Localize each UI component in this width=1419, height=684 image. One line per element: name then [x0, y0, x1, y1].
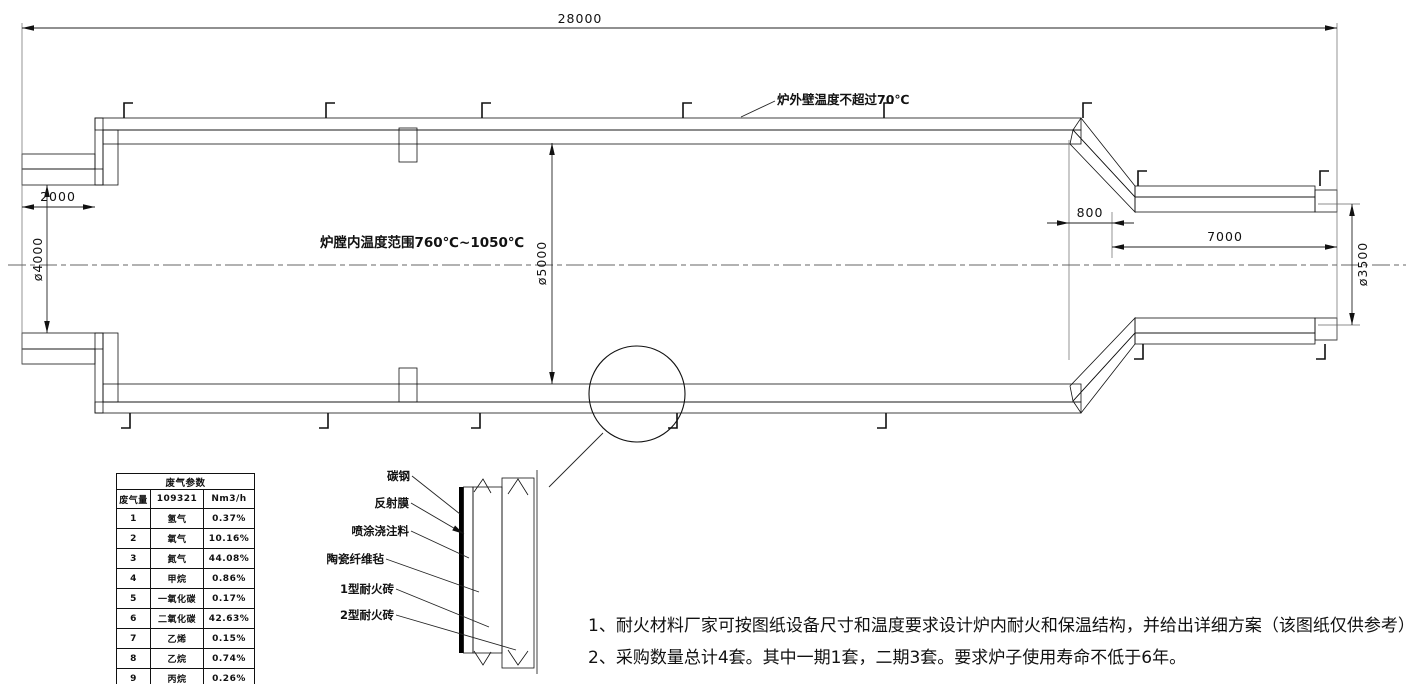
wall-detail-section: 碳钢 反射膜 喷涂浇注料 陶瓷纤维毡 1型耐火砖 2型耐火砖	[327, 469, 538, 674]
detail-label-steel: 碳钢	[387, 469, 410, 483]
support-lugs	[121, 102, 1329, 429]
dim-cone-length-label: 800	[1077, 205, 1104, 220]
detail-layer-fiber	[472, 486, 503, 654]
detail-label-castable: 喷涂浇注料	[352, 524, 410, 538]
dimension-outlet-length: 7000	[1112, 229, 1337, 250]
dimension-overall-length: 28000	[21, 11, 1338, 364]
detail-label-brick2: 2型耐火砖	[340, 608, 395, 622]
dim-inlet-length-label: 2000	[40, 189, 76, 204]
outlet-cone	[1069, 117, 1136, 414]
dim-outlet-dia-label: ø3500	[1355, 242, 1370, 286]
dim-outlet-length-label: 7000	[1207, 229, 1243, 244]
gas-table-title: 废气参数	[116, 473, 255, 490]
gas-flow-value: 109321	[150, 489, 204, 509]
dim-chamber-dia-label: ø5000	[534, 241, 549, 285]
chamber-temp-text: 炉膛内温度范围760℃~1050℃	[320, 234, 524, 251]
note-2: 2、采购数量总计4套。其中一期1套，二期3套。要求炉子使用寿命不低于6年。	[588, 648, 1187, 669]
detail-layer-steel	[459, 487, 464, 653]
detail-label-film: 反射膜	[375, 496, 410, 510]
detail-layer-brick	[501, 477, 535, 669]
gas-flow-unit: Nm3/h	[203, 489, 255, 509]
dim-overall-label: 28000	[558, 11, 603, 26]
annotation-outer-wall-temp: 炉外壁温度不超过70℃	[740, 92, 910, 118]
furnace-main-body	[94, 117, 1082, 414]
dim-inlet-dia-label: ø4000	[30, 237, 45, 281]
gas-flow-label: 废气量	[116, 489, 151, 509]
anchor-bricks	[398, 127, 418, 403]
dimension-chamber-diameter: ø5000	[534, 143, 555, 384]
dimension-cone-length: 800	[1047, 140, 1134, 360]
detail-callout	[548, 345, 686, 488]
detail-layer-castable	[463, 486, 474, 654]
dimension-inlet-length: 2000	[22, 189, 95, 210]
detail-label-brick1: 1型耐火砖	[340, 582, 395, 596]
drawing-notes: 1、耐火材料厂家可按图纸设备尺寸和温度要求设计炉内耐火和保温结构，并给出详细方案…	[588, 616, 1419, 681]
detail-label-fiber: 陶瓷纤维毡	[327, 552, 385, 566]
note-1: 1、耐火材料厂家可按图纸设备尺寸和温度要求设计炉内耐火和保温结构，并给出详细方案…	[588, 616, 1415, 636]
outer-wall-temp-text: 炉外壁温度不超过70℃	[777, 92, 910, 107]
dimension-outlet-diameter: ø3500	[1318, 203, 1370, 326]
dimension-inlet-diameter: ø4000	[30, 185, 50, 333]
